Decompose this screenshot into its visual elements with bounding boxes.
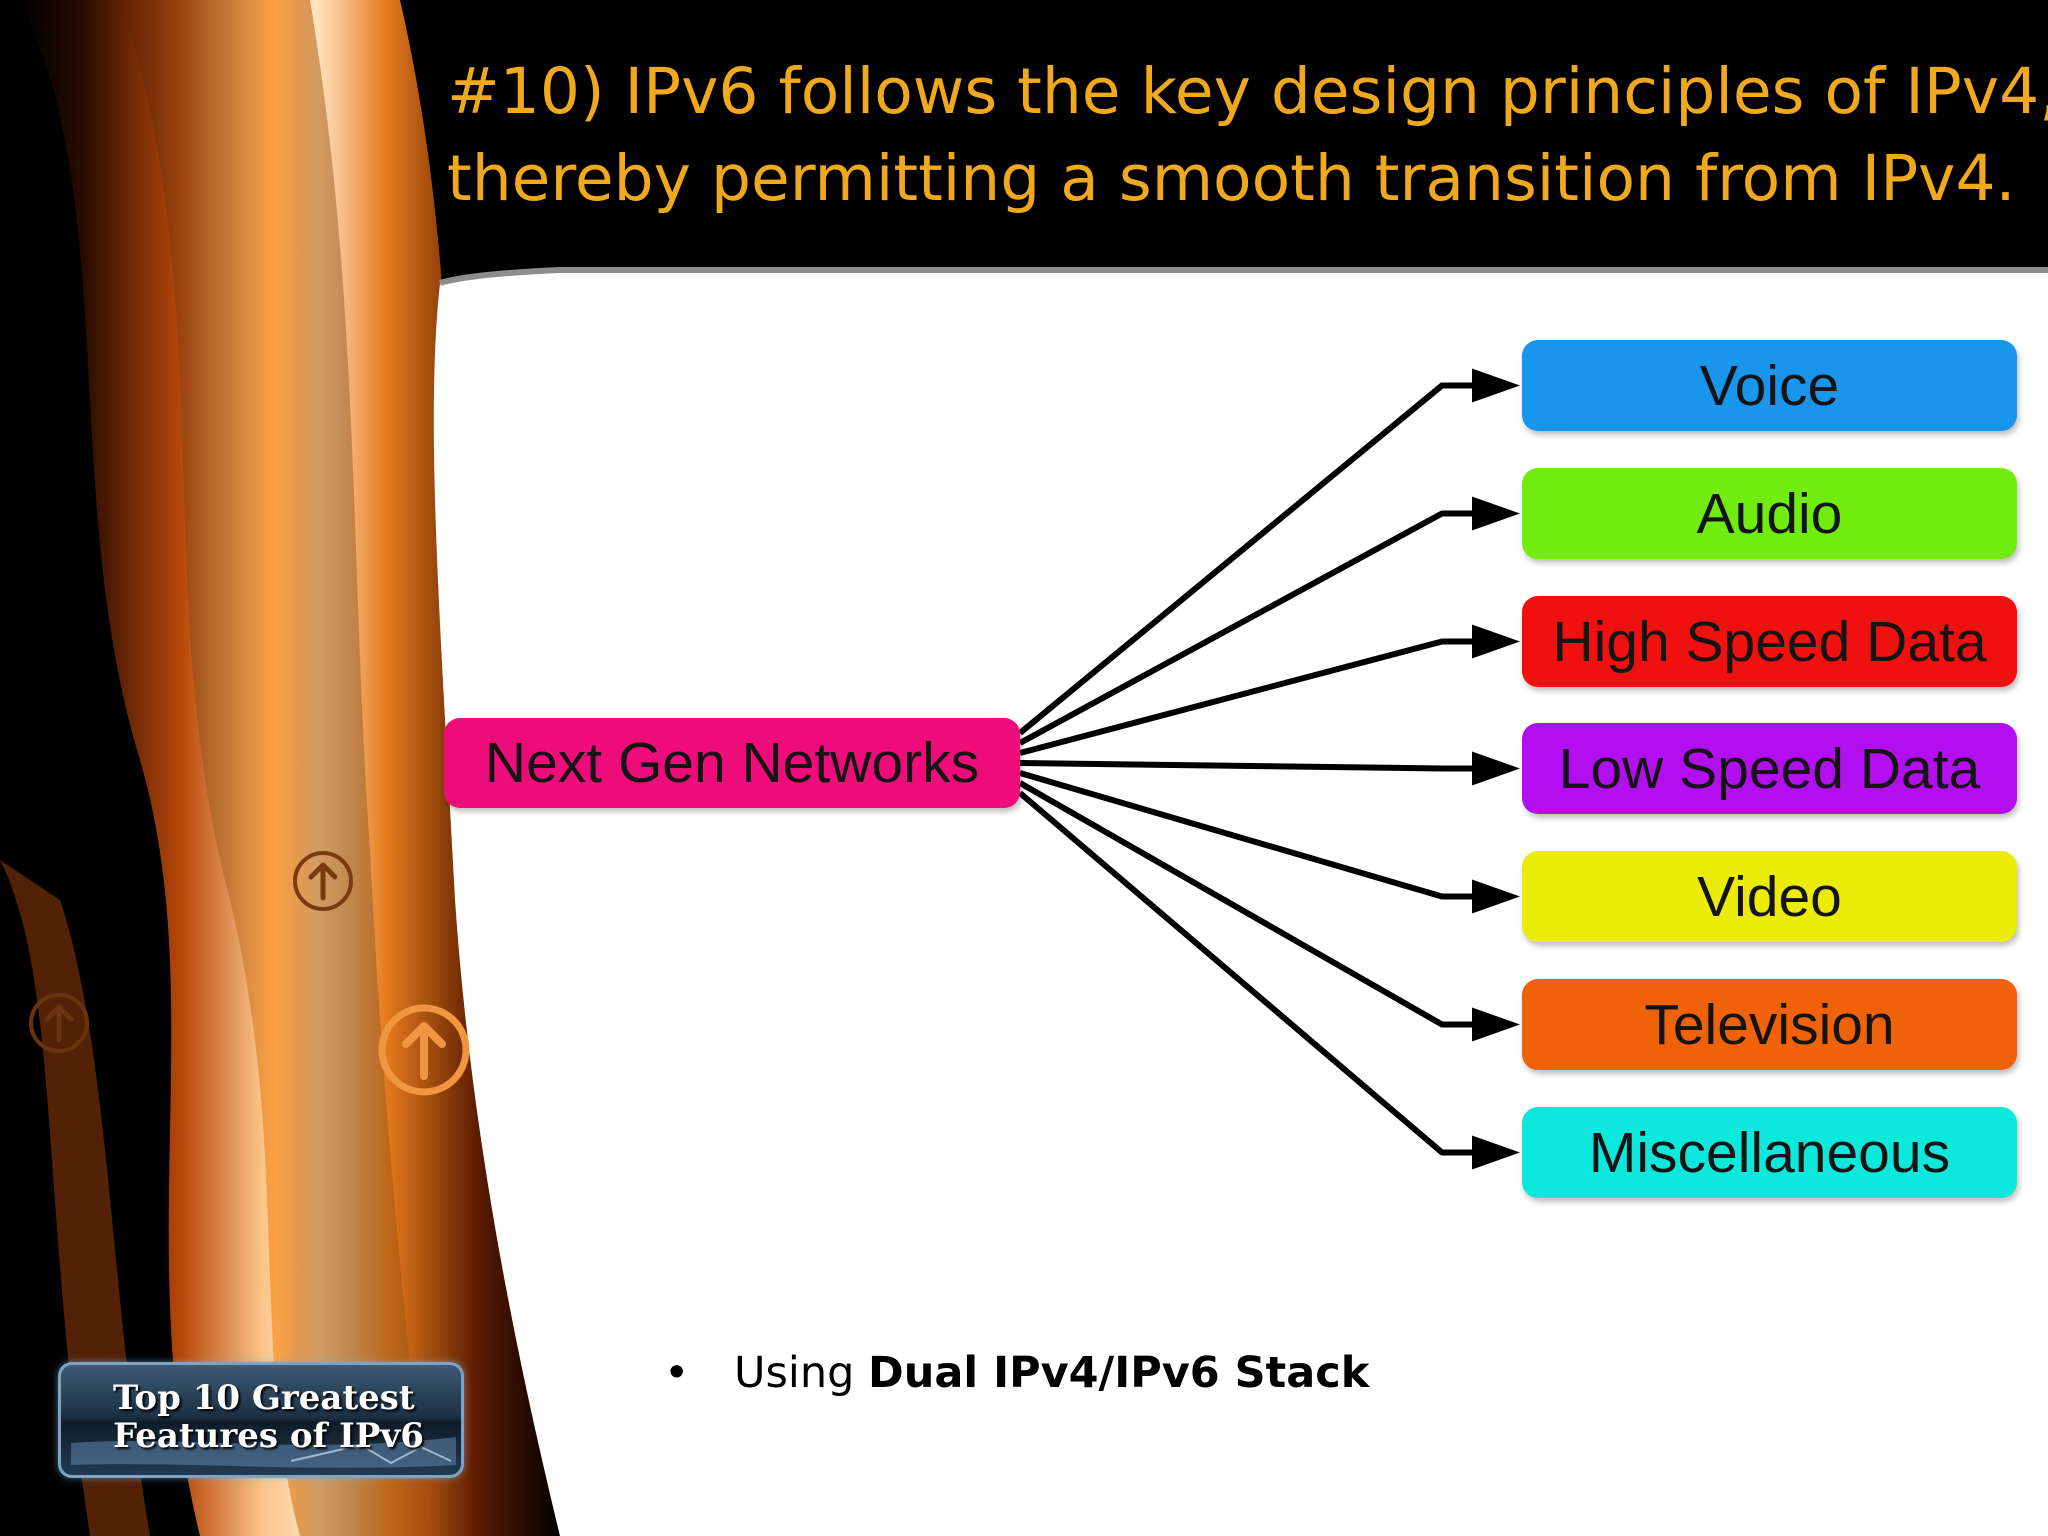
connector-line xyxy=(1018,510,1488,746)
node-label: Next Gen Networks xyxy=(484,731,980,795)
node-voice: Voice xyxy=(1522,340,2017,431)
connector-arrow xyxy=(1018,790,1520,1170)
connector-line xyxy=(1018,780,1488,1028)
node-low-speed-data: Low Speed Data xyxy=(1522,723,2017,814)
arrowhead-icon xyxy=(1472,368,1520,403)
connector-arrow xyxy=(1018,780,1520,1042)
connector-line xyxy=(1018,382,1488,736)
arrowhead-icon xyxy=(1472,496,1520,531)
connector-line xyxy=(1019,760,1488,772)
bullet-text-prefix: Using xyxy=(734,1348,869,1398)
badge-streaks-decoration xyxy=(71,1437,456,1468)
node-video: Video xyxy=(1522,851,2017,942)
arrowhead-icon xyxy=(1472,879,1520,914)
node-label: Television xyxy=(1644,992,1895,1057)
arrowhead-icon xyxy=(1472,1007,1520,1042)
connector-line xyxy=(1019,638,1488,756)
up-arrow-circle-icon xyxy=(293,851,353,911)
up-arrow-circle-icon xyxy=(29,993,89,1053)
connector-line xyxy=(1019,770,1488,900)
node-label: Low Speed Data xyxy=(1558,736,1981,801)
up-arrow-circle-icon xyxy=(378,1004,470,1096)
connector-arrow xyxy=(1019,770,1520,914)
node-label: High Speed Data xyxy=(1552,609,1987,674)
arrowhead-icon xyxy=(1472,751,1520,786)
badge-line-1: Top 10 Greatest xyxy=(113,1378,415,1418)
connector-arrow xyxy=(1019,751,1520,786)
bullet-text-bold: Dual IPv4/IPv6 Stack xyxy=(868,1348,1370,1398)
node-label: Voice xyxy=(1699,353,1840,418)
bullet-marker: • xyxy=(664,1348,690,1398)
slide-title-line-1: #10) IPv6 follows the key design princip… xyxy=(447,55,2048,128)
node-next-gen-networks: Next Gen Networks xyxy=(444,718,1020,808)
badge-line-2: Features of IPv6 xyxy=(113,1416,424,1456)
bullet-text: Using Dual IPv4/IPv6 Stack xyxy=(734,1348,1369,1398)
badge-title: Top 10 Greatest Features of IPv6 xyxy=(113,1379,424,1455)
node-label: Video xyxy=(1697,864,1842,929)
node-audio: Audio xyxy=(1522,468,2017,559)
node-label: Audio xyxy=(1696,481,1843,546)
node-television: Television xyxy=(1522,979,2017,1070)
connector-line xyxy=(1018,790,1488,1156)
node-label: Miscellaneous xyxy=(1588,1120,1951,1185)
connector-arrow xyxy=(1018,368,1520,736)
slide-title-line-2: thereby permitting a smooth transition f… xyxy=(447,142,2016,215)
arrowhead-icon xyxy=(1472,624,1520,659)
connector-arrow xyxy=(1018,496,1520,746)
connector-arrow xyxy=(1019,624,1520,756)
node-miscellaneous: Miscellaneous xyxy=(1522,1107,2017,1198)
node-high-speed-data: High Speed Data xyxy=(1522,596,2017,687)
arrowhead-icon xyxy=(1472,1135,1520,1170)
series-badge: Top 10 Greatest Features of IPv6 xyxy=(58,1362,464,1478)
